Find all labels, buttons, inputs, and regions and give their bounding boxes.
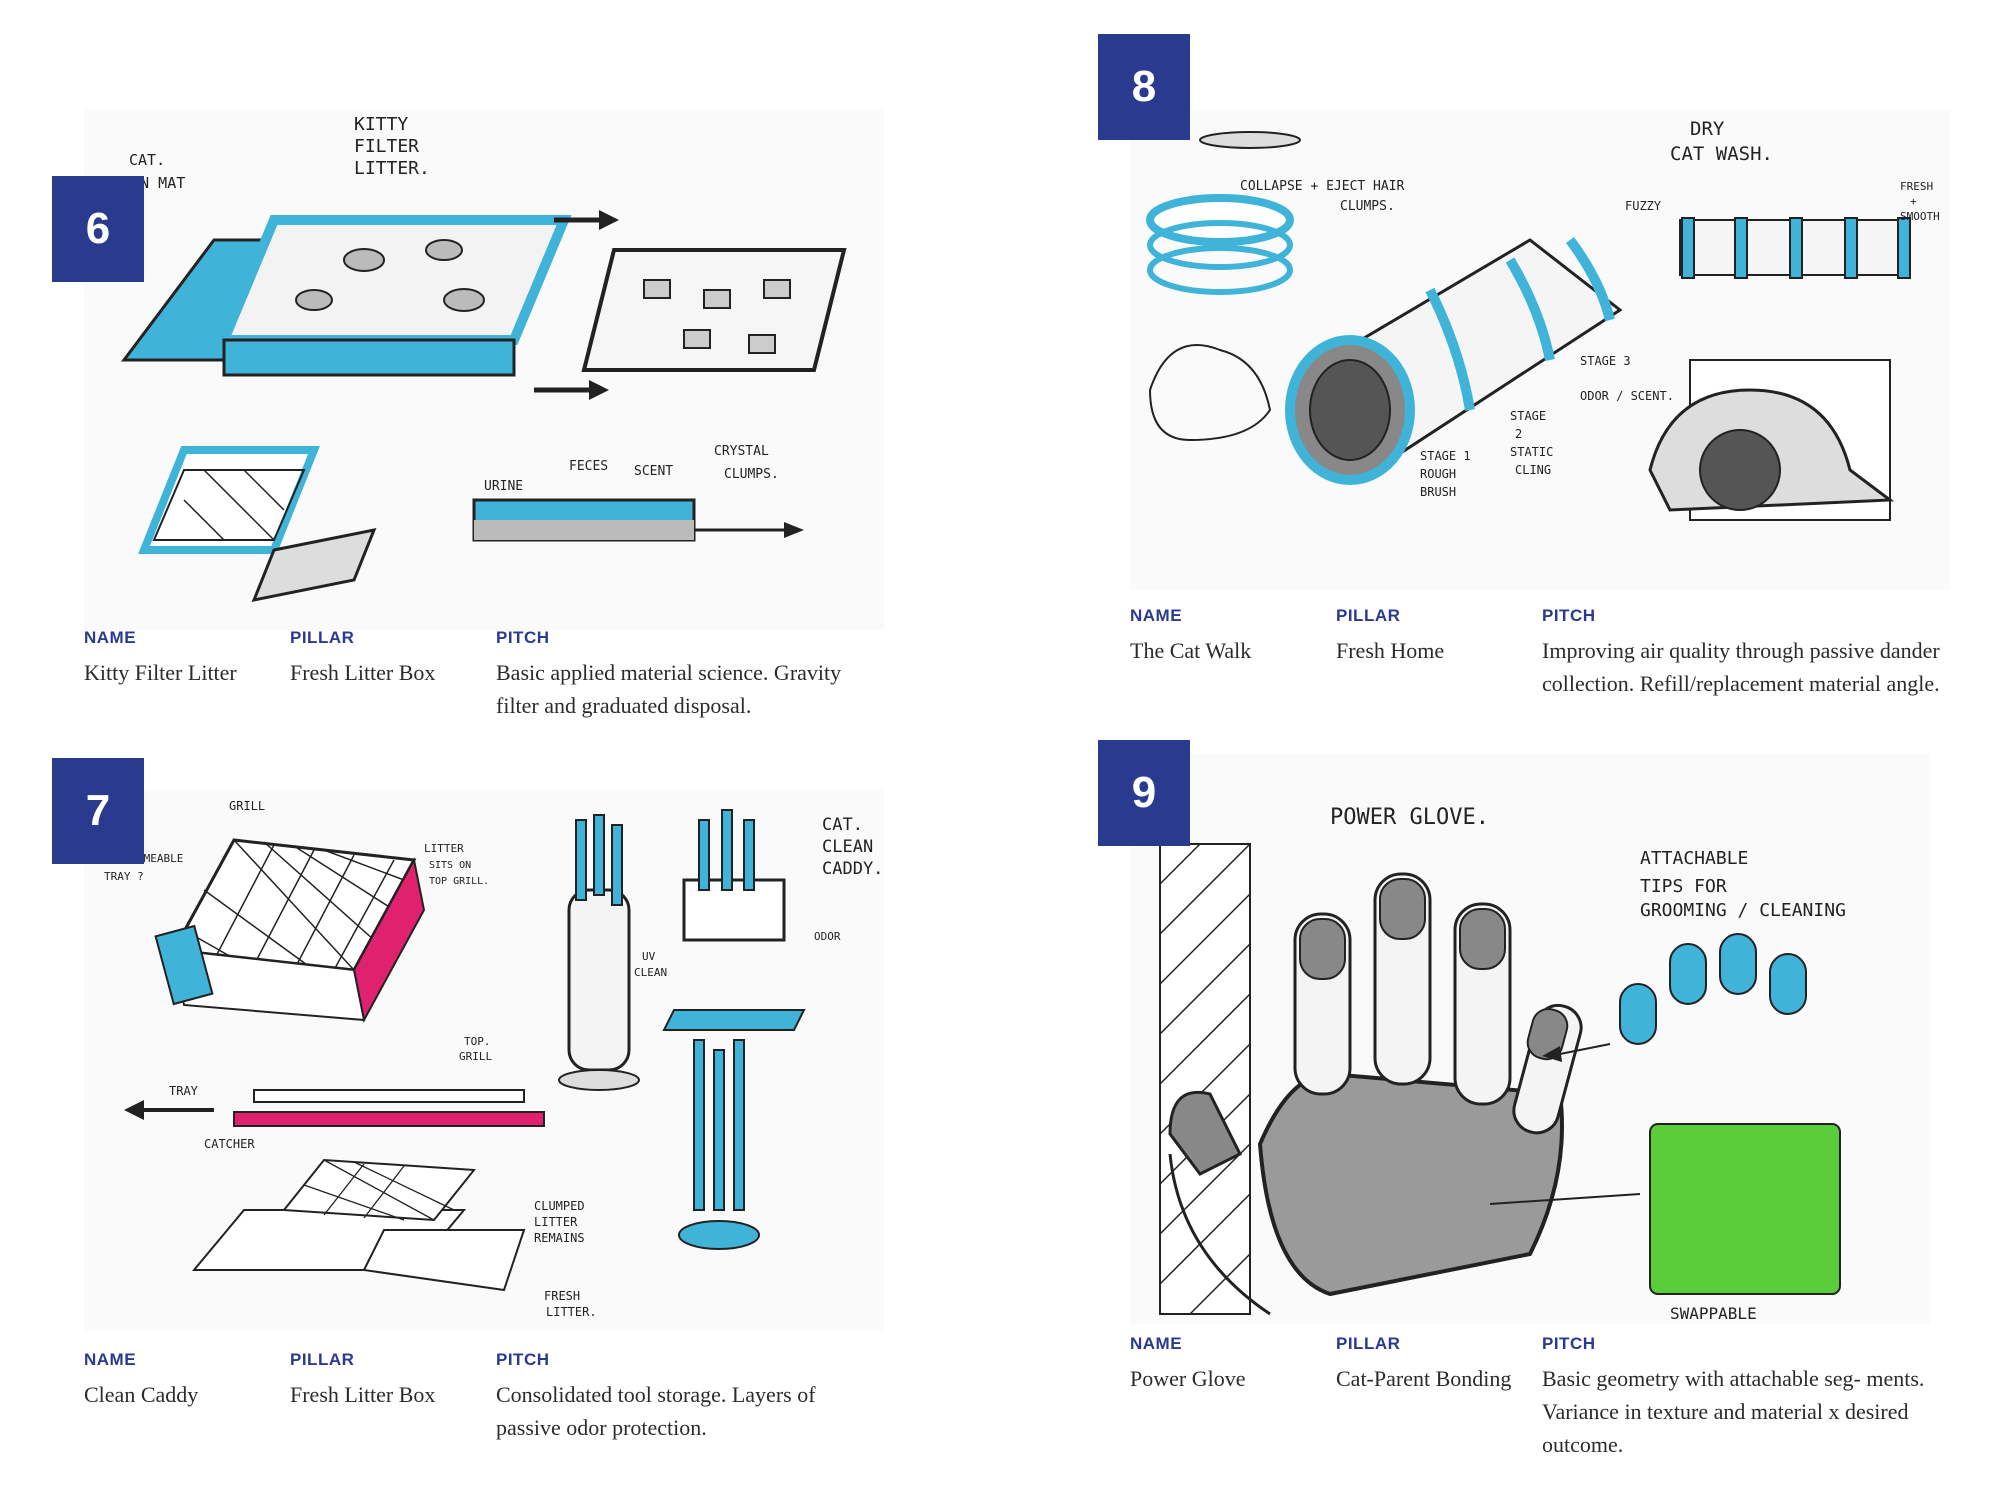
concept-sketch: COLLAPSE + EJECT HAIR CLUMPS. DRY CAT WA… xyxy=(1130,110,1950,590)
cat-walk-sketch-drawing: COLLAPSE + EJECT HAIR CLUMPS. DRY CAT WA… xyxy=(1146,118,1940,521)
svg-text:CRYSTAL: CRYSTAL xyxy=(714,444,769,459)
power-glove-sketch-drawing: POWER GLOVE. ATTACHABLE TIPS FOR GROOMIN… xyxy=(1159,805,1846,1323)
svg-text:GROOMING / CLEANING: GROOMING / CLEANING xyxy=(1640,900,1846,921)
pitch-label: PITCH xyxy=(1542,1334,1596,1353)
pitch-value: Improving air quality through passive da… xyxy=(1542,638,1940,696)
svg-text:ROUGH: ROUGH xyxy=(1420,467,1456,481)
svg-text:SCENT: SCENT xyxy=(634,464,673,479)
pillar-field: PILLAR Fresh Litter Box xyxy=(290,1350,490,1411)
pitch-value: Basic applied material science. Gravity … xyxy=(496,660,842,718)
pillar-label: PILLAR xyxy=(1336,1334,1401,1353)
svg-text:FUZZY: FUZZY xyxy=(1625,199,1662,213)
svg-text:ATTACHABLE: ATTACHABLE xyxy=(1640,848,1748,869)
svg-text:TIPS FOR: TIPS FOR xyxy=(1640,876,1727,897)
caddy-sketch-drawing: GRILL URINE-PERMEABLE TRAY ? LITTER SITS… xyxy=(84,799,883,1319)
svg-text:REMAINS: REMAINS xyxy=(534,1231,585,1245)
svg-text:CATCHER: CATCHER xyxy=(204,1137,255,1151)
svg-text:LITTER: LITTER xyxy=(534,1215,578,1229)
svg-text:KITTY: KITTY xyxy=(354,114,408,135)
svg-text:STATIC: STATIC xyxy=(1510,445,1553,459)
pillar-field: PILLAR Cat-Parent Bonding xyxy=(1336,1334,1536,1395)
svg-text:BRUSH: BRUSH xyxy=(1420,485,1456,499)
name-field: NAME Kitty Filter Litter xyxy=(84,628,284,689)
svg-text:TRAY: TRAY xyxy=(169,1084,199,1098)
svg-text:STAGE: STAGE xyxy=(1510,409,1546,423)
svg-text:FECES: FECES xyxy=(569,459,608,474)
concept-sketch: GRILL URINE-PERMEABLE TRAY ? LITTER SITS… xyxy=(84,790,884,1330)
litter-box-sketch-drawing: KITTY FILTER LITTER. CAT. CLEAN MAT URIN… xyxy=(104,114,847,603)
svg-text:URINE: URINE xyxy=(484,479,523,494)
svg-text:SITS ON: SITS ON xyxy=(429,860,471,871)
svg-text:CAT.: CAT. xyxy=(129,151,165,169)
pillar-value: Fresh Home xyxy=(1336,638,1445,663)
svg-text:ODOR: ODOR xyxy=(814,930,841,943)
svg-text:STAGE 3: STAGE 3 xyxy=(1580,354,1631,368)
card-number-badge: 9 xyxy=(1098,740,1190,846)
svg-text:STAGE 1: STAGE 1 xyxy=(1420,449,1471,463)
svg-text:SWAPPABLE: SWAPPABLE xyxy=(1670,1304,1757,1323)
pitch-field: PITCH Improving air quality through pass… xyxy=(1542,606,1942,700)
svg-text:CLUMPS.: CLUMPS. xyxy=(1340,199,1395,214)
svg-text:GRILL: GRILL xyxy=(229,799,265,813)
svg-text:2: 2 xyxy=(1515,427,1522,441)
svg-text:CLUMPED: CLUMPED xyxy=(534,1199,585,1213)
pitch-field: PITCH Basic geometry with attachable seg… xyxy=(1542,1334,1942,1461)
name-label: NAME xyxy=(1130,1334,1183,1353)
concept-sketch: POWER GLOVE. ATTACHABLE TIPS FOR GROOMIN… xyxy=(1130,754,1930,1324)
pitch-value: Basic geometry with attachable seg- ment… xyxy=(1542,1366,1925,1457)
svg-text:COLLAPSE + EJECT HAIR: COLLAPSE + EJECT HAIR xyxy=(1240,179,1405,194)
pillar-label: PILLAR xyxy=(290,1350,355,1369)
card-number-badge: 7 xyxy=(52,758,144,864)
name-label: NAME xyxy=(1130,606,1183,625)
svg-text:CLEAN: CLEAN xyxy=(822,837,873,857)
pitch-field: PITCH Consolidated tool storage. Layers … xyxy=(496,1350,876,1444)
svg-text:FRESH: FRESH xyxy=(544,1289,580,1303)
svg-text:CADDY.: CADDY. xyxy=(822,859,883,879)
svg-text:CAT.: CAT. xyxy=(822,815,863,835)
card-number-badge: 8 xyxy=(1098,34,1190,140)
svg-text:TOP GRILL.: TOP GRILL. xyxy=(429,876,489,887)
name-value: Kitty Filter Litter xyxy=(84,660,237,685)
card-number-badge: 6 xyxy=(52,176,144,282)
pitch-label: PITCH xyxy=(496,1350,550,1369)
svg-text:ODOR / SCENT.: ODOR / SCENT. xyxy=(1580,389,1674,403)
name-label: NAME xyxy=(84,1350,137,1369)
pitch-label: PITCH xyxy=(1542,606,1596,625)
svg-text:DRY: DRY xyxy=(1690,118,1725,140)
pillar-label: PILLAR xyxy=(1336,606,1401,625)
svg-text:LITTER.: LITTER. xyxy=(546,1305,597,1319)
pitch-field: PITCH Basic applied material science. Gr… xyxy=(496,628,876,722)
pillar-value: Cat-Parent Bonding xyxy=(1336,1366,1512,1391)
pillar-field: PILLAR Fresh Litter Box xyxy=(290,628,490,689)
svg-text:FRESH: FRESH xyxy=(1900,180,1933,193)
svg-text:CAT WASH.: CAT WASH. xyxy=(1670,143,1773,165)
svg-text:TRAY ?: TRAY ? xyxy=(104,870,144,883)
name-value: Clean Caddy xyxy=(84,1382,199,1407)
svg-text:CLEAN: CLEAN xyxy=(634,966,667,979)
name-label: NAME xyxy=(84,628,137,647)
svg-text:+: + xyxy=(1910,195,1917,208)
pillar-field: PILLAR Fresh Home xyxy=(1336,606,1536,667)
concept-sketch: KITTY FILTER LITTER. CAT. CLEAN MAT URIN… xyxy=(84,110,884,630)
svg-text:TOP.: TOP. xyxy=(464,1035,491,1048)
svg-text:FILTER: FILTER xyxy=(354,136,419,157)
svg-text:LITTER.: LITTER. xyxy=(354,158,430,179)
name-value: The Cat Walk xyxy=(1130,638,1252,663)
pitch-value: Consolidated tool storage. Layers of pas… xyxy=(496,1382,816,1440)
svg-text:CLING: CLING xyxy=(1515,463,1551,477)
svg-text:GRILL: GRILL xyxy=(459,1050,492,1063)
svg-text:CLUMPS.: CLUMPS. xyxy=(724,467,779,482)
svg-text:SMOOTH: SMOOTH xyxy=(1900,210,1940,223)
name-value: Power Glove xyxy=(1130,1366,1246,1391)
pillar-label: PILLAR xyxy=(290,628,355,647)
svg-text:POWER GLOVE.: POWER GLOVE. xyxy=(1330,805,1489,830)
svg-text:UV: UV xyxy=(642,950,656,963)
pitch-label: PITCH xyxy=(496,628,550,647)
svg-text:LITTER: LITTER xyxy=(424,842,464,855)
pillar-value: Fresh Litter Box xyxy=(290,660,436,685)
name-field: NAME The Cat Walk xyxy=(1130,606,1330,667)
name-field: NAME Power Glove xyxy=(1130,1334,1330,1395)
name-field: NAME Clean Caddy xyxy=(84,1350,284,1411)
pillar-value: Fresh Litter Box xyxy=(290,1382,436,1407)
